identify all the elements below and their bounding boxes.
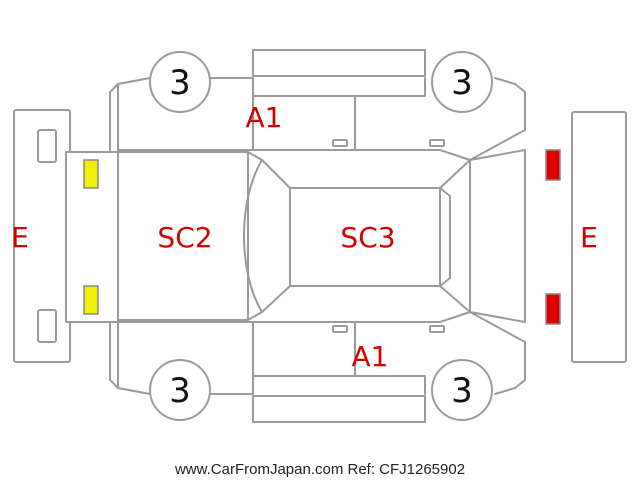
wheel-front-right-grade: 3 xyxy=(169,371,191,411)
footer-reference: www.CarFromJapan.com Ref: CFJ1265902 xyxy=(174,461,465,478)
top-side-step xyxy=(252,49,426,77)
wheel-rear-right: 3 xyxy=(431,359,493,421)
wheel-front-left: 3 xyxy=(149,51,211,113)
top-door-damage-code: A1 xyxy=(246,101,283,134)
right-side-body xyxy=(109,311,526,395)
rear-bumper xyxy=(571,111,627,363)
left-side-body xyxy=(109,77,526,161)
rear-bumper-damage-code: E xyxy=(580,221,598,254)
taillight-top xyxy=(545,149,561,181)
hood-damage-code: SC2 xyxy=(157,221,212,254)
wheel-rear-left: 3 xyxy=(431,51,493,113)
wheel-front-left-grade: 3 xyxy=(169,63,191,103)
headlight-top xyxy=(83,159,99,189)
roof-damage-code: SC3 xyxy=(340,221,395,254)
bottom-door-damage-code: A1 xyxy=(352,340,389,373)
front-bumper-damage-code: E xyxy=(11,221,29,254)
wheel-front-right: 3 xyxy=(149,359,211,421)
top-view-body xyxy=(65,149,526,323)
bottom-side-step xyxy=(252,395,426,423)
wheel-rear-left-grade: 3 xyxy=(451,63,473,103)
wheel-rear-right-grade: 3 xyxy=(451,371,473,411)
taillight-bottom xyxy=(545,293,561,325)
headlight-bottom xyxy=(83,285,99,315)
